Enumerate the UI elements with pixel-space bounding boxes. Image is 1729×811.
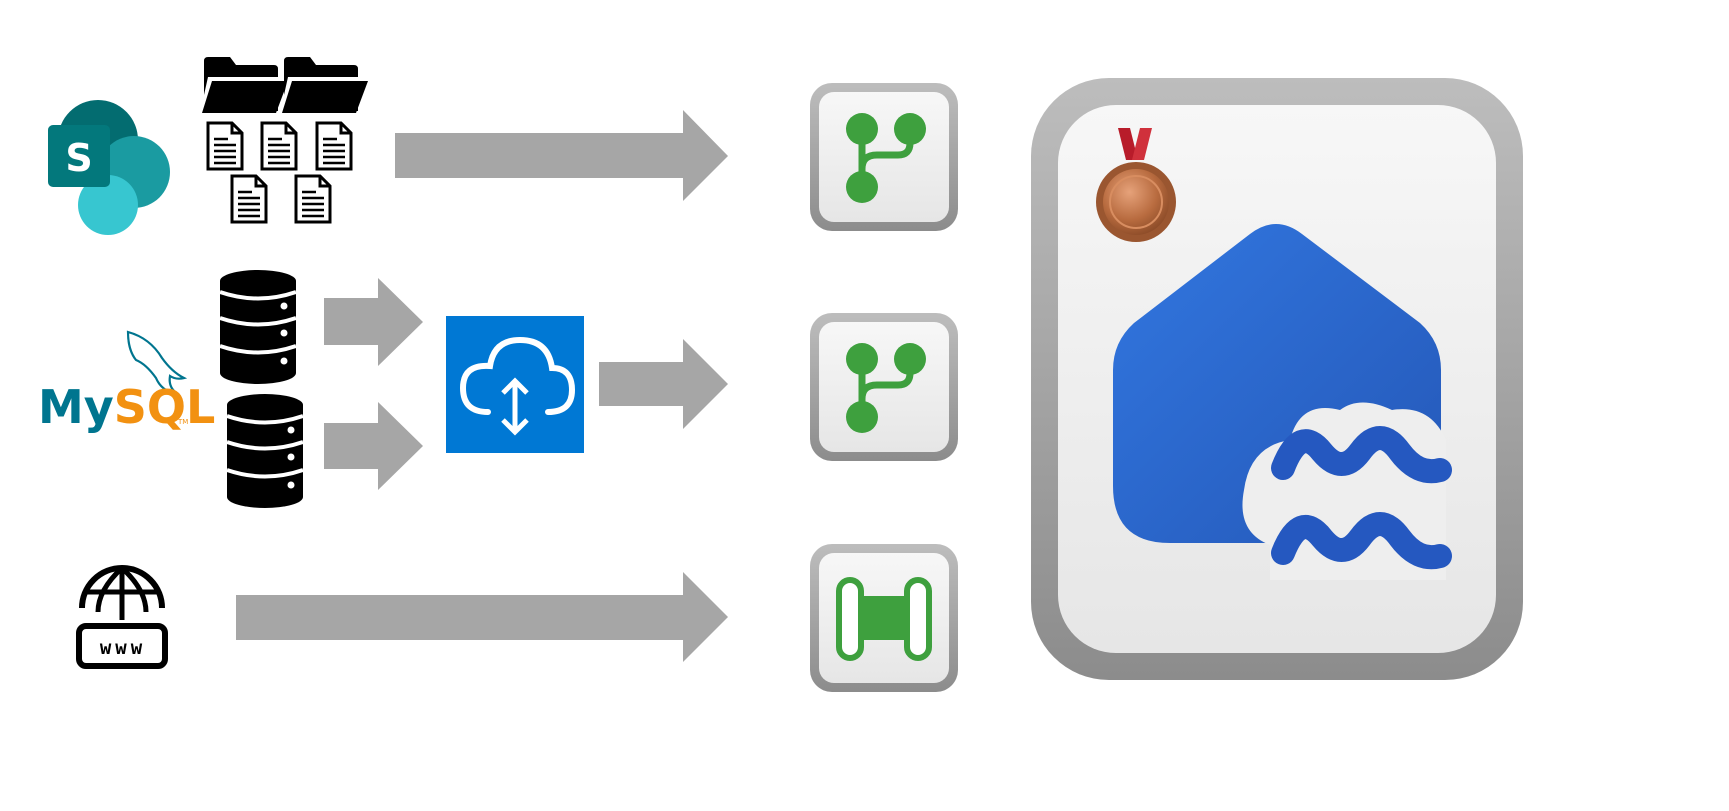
pipeline-tile — [810, 313, 958, 461]
document-icon — [294, 174, 332, 224]
document-icon — [315, 121, 353, 171]
database-icon — [218, 268, 298, 386]
sharepoint-letter: S — [65, 136, 92, 180]
mysql-trademark: TM — [177, 418, 188, 426]
arrow-icon — [324, 278, 423, 366]
folder-icon — [200, 57, 288, 113]
dataflow-icon — [836, 577, 932, 661]
document-icon — [206, 121, 244, 171]
pipeline-tile — [810, 83, 958, 231]
globe-www-icon: www — [76, 565, 168, 669]
arrow-icon — [324, 402, 423, 490]
dataflow-tile — [810, 544, 958, 692]
mysql-label-sql: SQL — [114, 380, 216, 434]
svg-text:MySQL: MySQL — [38, 380, 215, 434]
arrow-icon — [599, 339, 728, 429]
bronze-medal-icon — [1096, 128, 1176, 242]
mysql-label-my: My — [38, 380, 114, 434]
arrow-icon — [395, 110, 728, 201]
folder-icon — [280, 57, 368, 113]
lakehouse-tile — [1031, 78, 1523, 680]
mysql-logo: MySQL TM — [38, 330, 215, 434]
cloud-upload-download-icon — [446, 316, 584, 453]
sharepoint-icon: S — [48, 100, 170, 235]
arrow-icon — [236, 572, 728, 662]
document-icon — [260, 121, 298, 171]
web-label: www — [100, 637, 146, 659]
database-icon — [225, 392, 305, 510]
lakehouse-icon — [1113, 224, 1452, 580]
document-icon — [230, 174, 268, 224]
